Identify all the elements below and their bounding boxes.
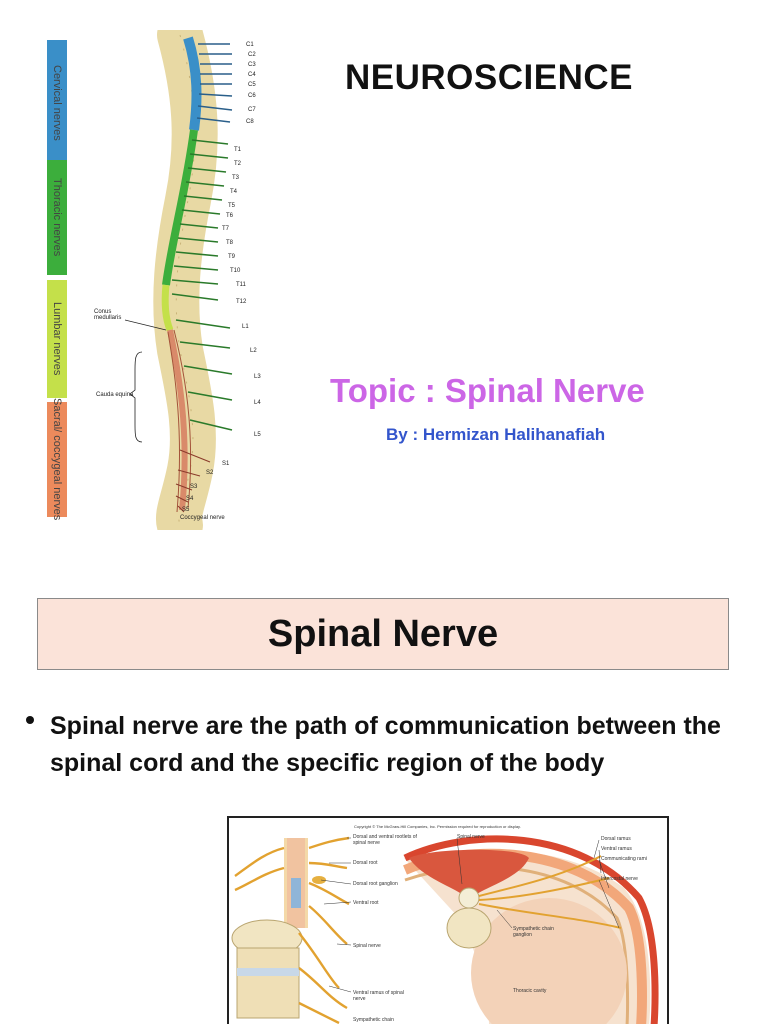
level-label: S3	[190, 484, 198, 490]
level-label: C5	[248, 82, 256, 88]
lumbar-nerves-label: Lumbar nerves	[51, 302, 63, 376]
figure-label: Ventral root	[353, 900, 379, 906]
figure-label: Intercostal nerve	[601, 876, 638, 882]
figure-label: Dorsal and ventral rootlets of spinal ne…	[353, 834, 417, 846]
level-label: T1	[234, 147, 242, 153]
figure-label: Dorsal root ganglion	[353, 881, 398, 887]
level-label: T7	[222, 226, 230, 232]
figure-label: Communicating rami	[601, 856, 647, 862]
level-label: S4	[186, 496, 194, 502]
figure-label: Thoracic cavity	[513, 988, 547, 994]
cervical-nerves-bar: Cervical nerves	[47, 40, 67, 166]
level-label: C3	[248, 62, 256, 68]
lumbar-nerves-bar: Lumbar nerves	[47, 280, 67, 398]
topic-heading: Topic : Spinal Nerve	[330, 372, 645, 409]
figure-label: Sympathetic chain ganglion	[513, 926, 554, 938]
level-label: T9	[228, 254, 236, 260]
thoracic-nerves-label: Thoracic nerves	[51, 178, 63, 257]
cauda-equina-label: Cauda equina	[96, 392, 134, 398]
cervical-nerves-label: Cervical nerves	[51, 65, 63, 141]
level-label: S2	[206, 470, 214, 476]
level-label: C7	[248, 107, 256, 113]
figure-label: Sympathetic chain	[353, 1017, 394, 1023]
level-label: C8	[246, 119, 254, 125]
level-label: L1	[242, 324, 249, 330]
level-label: T12	[236, 299, 247, 305]
sacral-coccygeal-nerves-label: Sacral/ coccygeal nerves	[51, 398, 63, 521]
level-label: T11	[236, 282, 246, 288]
level-label: L5	[254, 432, 261, 438]
slide-2-title: Spinal Nerve	[267, 612, 499, 655]
conus-medullaris-label: Conus medullaris	[94, 309, 122, 321]
spinal-column-illustration	[124, 30, 233, 530]
slide-title: NEUROSCIENCE	[345, 58, 633, 97]
level-label: T4	[230, 189, 238, 195]
level-label: C1	[246, 42, 254, 48]
level-label: C6	[248, 93, 256, 99]
level-label: S5	[182, 507, 190, 513]
figure-copyright: Copyright © The McGraw-Hill Companies, I…	[354, 824, 521, 829]
level-label: T8	[226, 240, 234, 246]
level-label: T5	[228, 203, 236, 209]
level-label: L4	[254, 400, 261, 406]
spinal-nerve-anatomy-illustration	[231, 835, 659, 1024]
figure-label: Dorsal root	[353, 860, 378, 866]
bullet-icon	[26, 716, 34, 724]
level-label: T6	[226, 213, 234, 219]
level-label: T10	[230, 268, 241, 274]
figure-label: Dorsal ramus	[601, 836, 631, 842]
figure-label: Ventral ramus	[601, 846, 632, 852]
thoracic-nerves-bar: Thoracic nerves	[47, 160, 67, 275]
level-label: C2	[248, 52, 256, 58]
bullet-text: Spinal nerve are the path of communicati…	[50, 712, 721, 777]
figure-label: Spinal nerve	[353, 943, 381, 949]
figure-label: Ventral ramus of spinal nerve	[353, 990, 404, 1002]
level-label: L2	[250, 348, 257, 354]
slide-2-title-box: Spinal Nerve	[37, 598, 729, 670]
spinal-nerve-figure: Copyright © The McGraw-Hill Companies, I…	[227, 816, 669, 1024]
level-label: S1	[222, 461, 230, 467]
sacral-coccygeal-nerves-bar: Sacral/ coccygeal nerves	[47, 398, 67, 521]
level-label: C4	[248, 72, 256, 78]
author-line: By : Hermizan Halihanafiah	[386, 425, 606, 444]
level-label: T2	[234, 161, 242, 167]
level-label: T3	[232, 175, 240, 181]
figure-label: Spinal nerve	[457, 834, 485, 840]
level-label: L3	[254, 374, 261, 380]
coccygeal-nerve-label: Coccygeal nerve	[180, 515, 225, 521]
